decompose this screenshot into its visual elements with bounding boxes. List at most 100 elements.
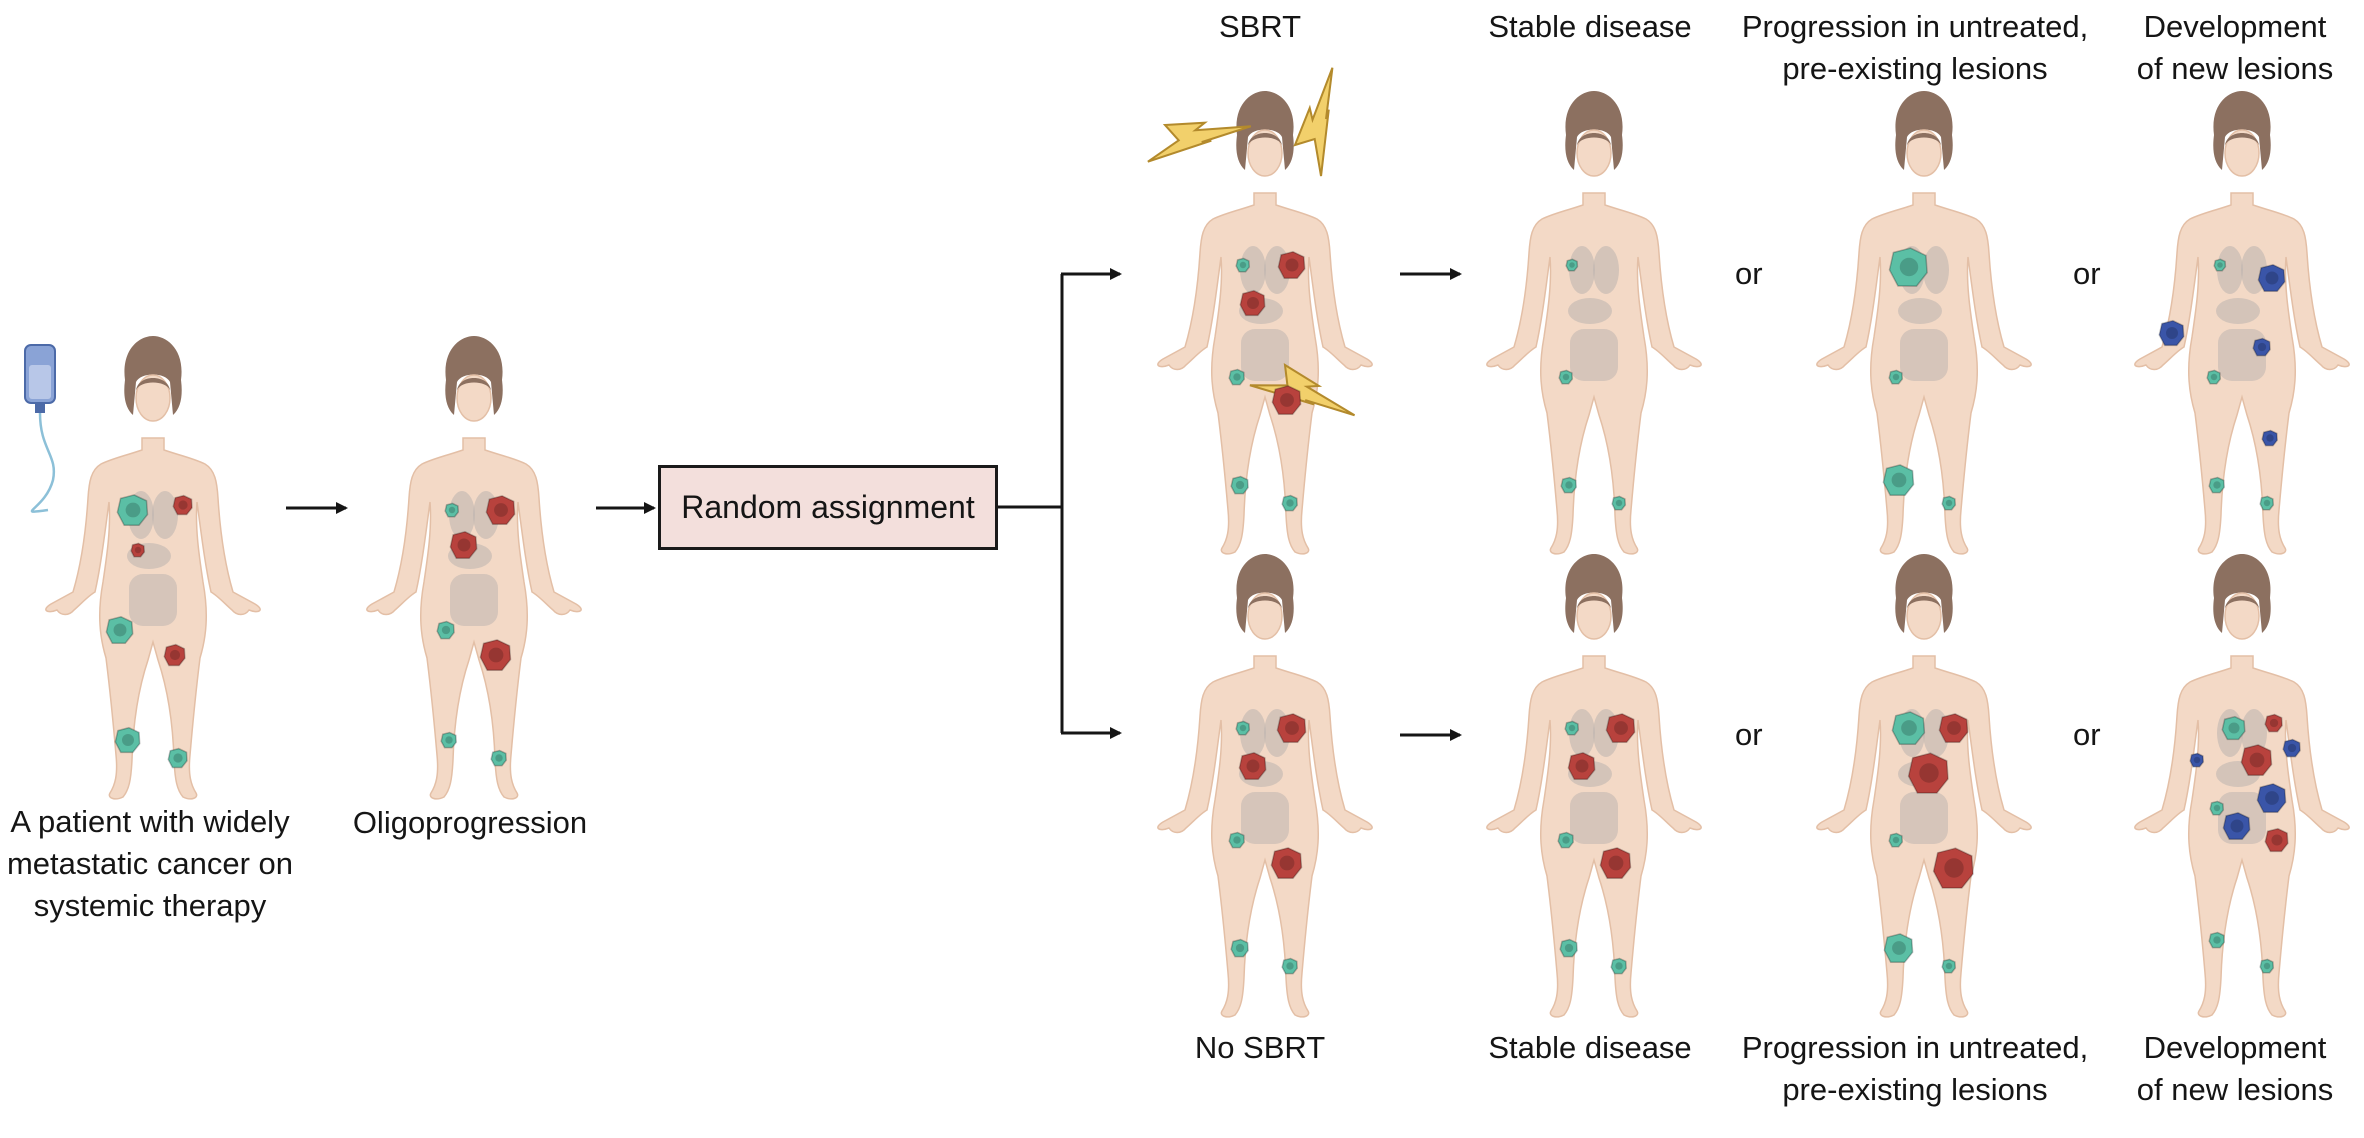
radiation-bolt-icon <box>1249 363 1356 417</box>
progressing-lesion <box>1605 713 1636 744</box>
lung-left <box>1569 246 1595 294</box>
figure-oligoprogression <box>366 336 582 800</box>
hair-fringe <box>1248 133 1282 145</box>
lesion-core <box>1285 258 1299 272</box>
lesion-core <box>495 754 503 762</box>
intestines <box>1570 792 1618 844</box>
responsive-lesion <box>1565 258 1579 272</box>
hair <box>1565 91 1623 170</box>
label-new-lesions-top: Development of new lesions <box>2136 9 2334 86</box>
random-assignment-label: Random assignment <box>681 489 975 525</box>
responsive-lesion <box>490 749 507 767</box>
or-top-1: or <box>1735 256 1763 291</box>
hair <box>1565 554 1623 633</box>
intestines <box>1900 792 1948 844</box>
head <box>1576 592 1612 640</box>
progressing-lesion <box>1239 289 1266 317</box>
hair <box>1895 554 1953 633</box>
figure-nosbrt <box>1157 554 1373 1018</box>
hair-fringe <box>1577 133 1611 145</box>
lesion-core <box>2257 342 2267 352</box>
lesion-core <box>134 546 142 554</box>
intestines <box>1900 329 1948 381</box>
lesion-core <box>1614 721 1628 735</box>
hair-fringe <box>1248 596 1282 608</box>
responsive-lesion <box>1888 369 1904 385</box>
lesion-core <box>1246 296 1260 310</box>
lesion-core <box>2249 752 2265 768</box>
lesion-core <box>173 753 183 763</box>
progressing-lesion <box>1938 713 1969 744</box>
lesion-core <box>1901 720 1917 736</box>
responsive-lesion <box>167 747 188 769</box>
lesion-core <box>2271 834 2283 846</box>
intestines <box>129 574 177 626</box>
lung-left <box>1240 709 1266 757</box>
progressing-lesion <box>479 639 512 671</box>
hair <box>2213 554 2271 633</box>
lesion-core <box>121 733 135 747</box>
responsive-lesion <box>1941 495 1957 511</box>
lesion-core <box>448 506 456 514</box>
liver <box>1898 298 1942 324</box>
hair <box>124 336 182 415</box>
head <box>2224 129 2260 177</box>
lesion-core <box>1615 499 1623 507</box>
hair-fringe <box>1907 133 1941 145</box>
responsive-lesion <box>114 726 141 754</box>
progressing-lesion <box>2240 744 2273 776</box>
label-progression-top: Progression in untreated, pre-existing l… <box>1741 9 2089 86</box>
responsive-lesion <box>2209 800 2225 816</box>
responsive-lesion <box>1883 933 1914 964</box>
liver <box>1568 298 1612 324</box>
lesion-core <box>457 538 471 552</box>
responsive-lesion <box>1560 476 1577 494</box>
lesion-core <box>1892 373 1900 381</box>
lesion-core <box>2228 722 2240 734</box>
progressing-lesion <box>1907 752 1949 794</box>
lesion-core <box>2263 962 2271 970</box>
figure-stable-top <box>1486 91 1702 555</box>
lesion-core <box>1947 721 1961 735</box>
liver <box>2216 298 2260 324</box>
responsive-lesion <box>1564 720 1580 736</box>
lesion-core <box>2165 326 2179 340</box>
responsive-lesion <box>1281 494 1298 512</box>
responsive-lesion <box>1558 369 1574 385</box>
responsive-lesion <box>1281 957 1298 975</box>
head <box>1576 129 1612 177</box>
responsive-lesion <box>1228 368 1245 386</box>
responsive-lesion <box>2259 495 2275 511</box>
lung-right <box>1923 246 1949 294</box>
head <box>456 374 492 422</box>
responsive-lesion <box>1235 720 1251 736</box>
lesion-core <box>1565 481 1573 489</box>
radiation-bolt-icon <box>1147 121 1252 163</box>
lesion-core <box>1945 962 1953 970</box>
lesion-core <box>1899 257 1919 277</box>
responsive-lesion <box>1230 938 1249 958</box>
lesion-core <box>2217 262 2223 268</box>
progressing-lesion <box>1238 752 1267 781</box>
lesion-core <box>1562 836 1570 844</box>
lesion-core <box>2230 819 2244 833</box>
hair <box>1236 91 1294 170</box>
responsive-lesion <box>116 494 149 526</box>
lesion-core <box>2269 718 2279 728</box>
progressing-lesion <box>1599 847 1632 879</box>
lesion-core <box>441 625 451 635</box>
responsive-lesion <box>2259 958 2275 974</box>
lesion-core <box>2193 756 2201 764</box>
responsive-lesion <box>105 616 134 645</box>
lung-right <box>1593 246 1619 294</box>
progressing-lesion <box>172 494 193 516</box>
hair <box>1236 554 1294 633</box>
lesion-core <box>1568 724 1576 732</box>
label-oligoprogression: Oligoprogression <box>352 805 588 840</box>
lesion-core <box>1562 373 1570 381</box>
lesion-core <box>178 500 188 510</box>
responsive-lesion <box>1888 832 1904 848</box>
hair <box>1895 91 1953 170</box>
lesion-core <box>2213 936 2221 944</box>
